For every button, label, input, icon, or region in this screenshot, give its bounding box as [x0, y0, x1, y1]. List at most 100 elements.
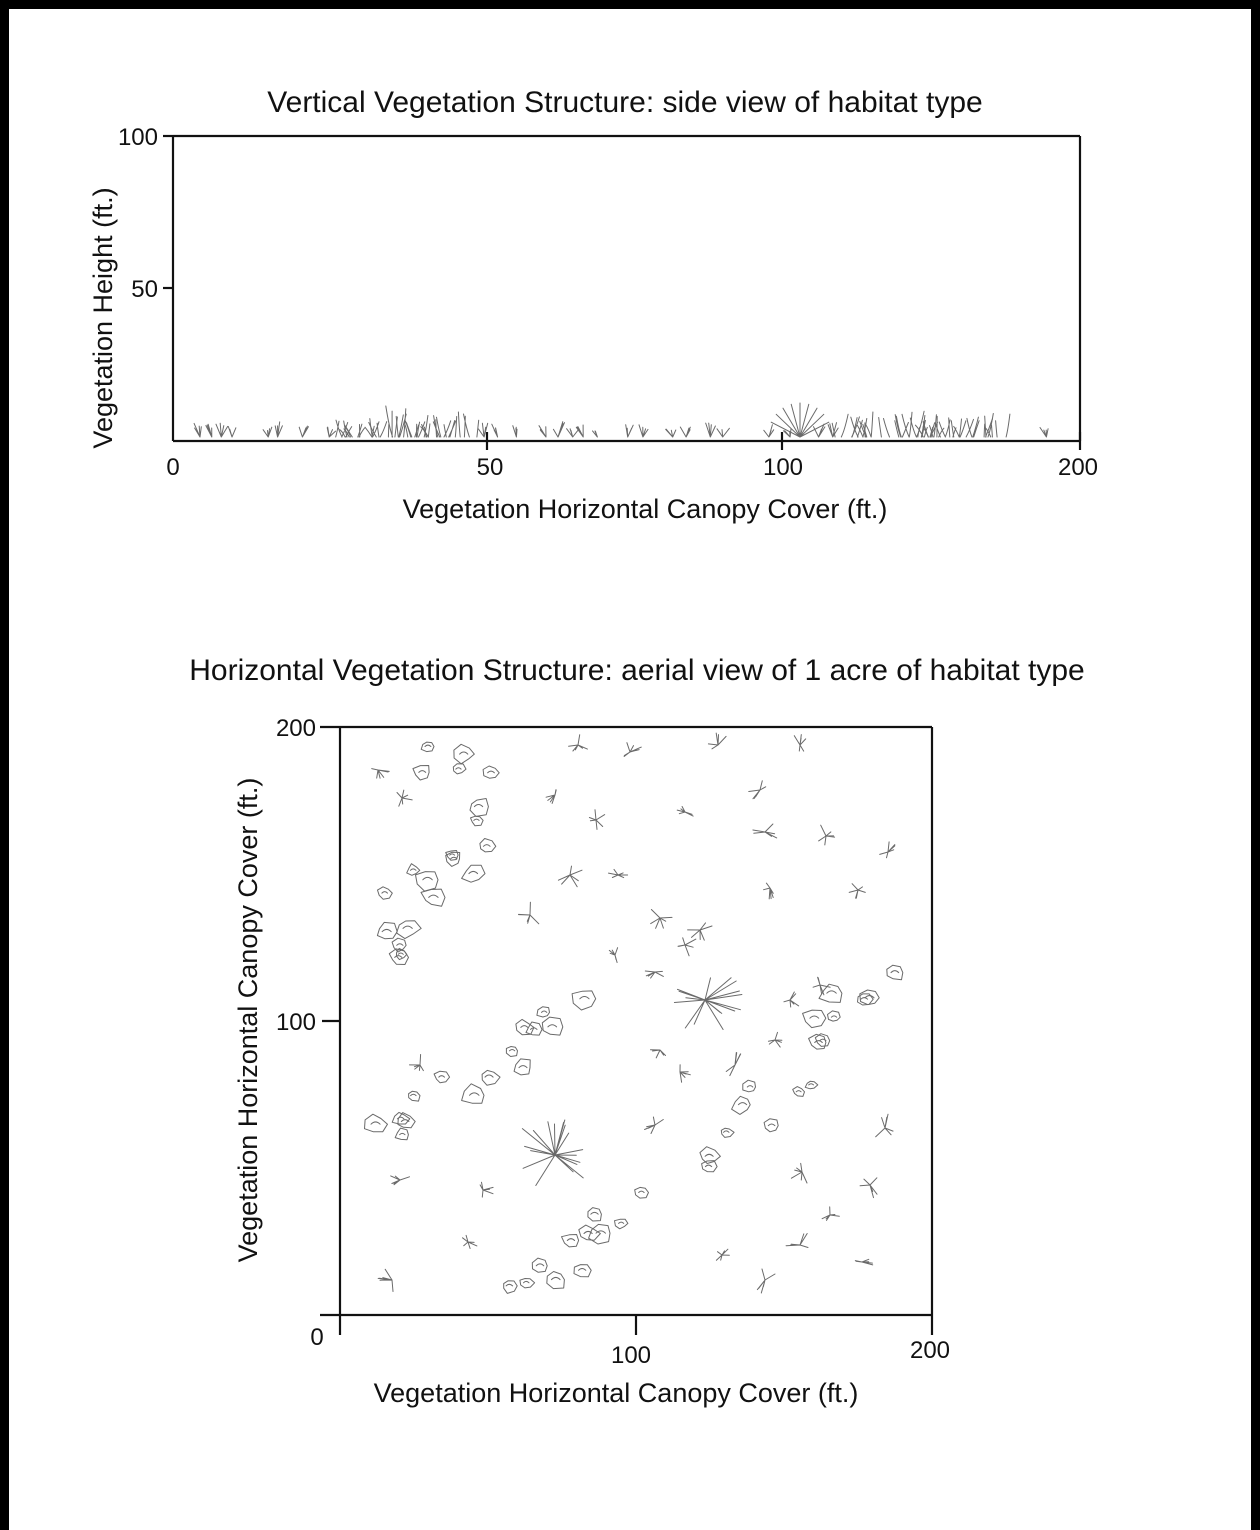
grass-tuft-sketch: [518, 901, 540, 925]
grass-tuft-sketch: [854, 1258, 874, 1266]
grass-tuft-sketch: [644, 970, 664, 979]
grass-tuft-sketch: [767, 1031, 783, 1048]
shrub-detail-sketch: [566, 1238, 576, 1241]
grass-sketch: [215, 422, 229, 438]
vertical-y-tick-label-50: 50: [131, 276, 158, 303]
vertical-structure-panel: Vertical Vegetation Structure: side view…: [88, 86, 1098, 524]
grass-tuft-sketch: [521, 1119, 584, 1186]
vertical-x-axis-label: Vegetation Horizontal Canopy Cover (ft.): [403, 494, 888, 524]
shrub-canopy-sketch: [461, 1083, 485, 1104]
shrub-detail-sketch: [402, 925, 413, 929]
shrub-canopy-sketch: [412, 765, 430, 781]
shrub-detail-sketch: [459, 751, 469, 755]
grass-tuft-sketch: [818, 824, 836, 846]
grass-sketch: [298, 425, 309, 438]
shrub-canopy-sketch: [433, 1070, 451, 1084]
grass-sketch: [782, 428, 792, 438]
shrub-detail-sketch: [450, 856, 458, 860]
shrub-canopy-sketch: [614, 1218, 629, 1230]
grass-tuft-sketch: [707, 732, 727, 750]
grass-sketch: [538, 425, 547, 438]
grass-tuft-sketch: [623, 742, 642, 757]
grass-tuft-sketch: [756, 1268, 776, 1294]
shrub-canopy-sketch: [461, 864, 486, 883]
shrub-detail-sketch: [449, 853, 456, 856]
shrub-sketch: [339, 420, 365, 438]
grass-sketch: [274, 421, 283, 438]
grass-sketch: [512, 425, 518, 438]
shrub-sketch: [364, 421, 390, 438]
grass-tuft-sketch: [793, 734, 807, 752]
shrub-canopy-sketch: [742, 1079, 756, 1093]
shrub-canopy-sketch: [364, 1113, 388, 1133]
shrub-canopy-sketch: [808, 1033, 827, 1050]
shrub-canopy-sketch: [561, 1234, 580, 1248]
grass-tuft-sketch: [557, 865, 583, 888]
vertical-x-tick-label-50: 50: [477, 454, 504, 481]
grass-tuft-sketch: [608, 868, 629, 879]
side-view-vegetation-sketches: [193, 402, 1049, 438]
shrub-detail-sketch: [468, 870, 479, 875]
shrub-canopy-sketch: [505, 1046, 518, 1057]
grass-sketch: [665, 428, 677, 438]
grass-tuft-sketch: [676, 806, 694, 817]
shrub-detail-sketch: [520, 1025, 529, 1028]
shrub-sketch: [883, 414, 909, 438]
shrub-detail-sketch: [830, 1015, 838, 1018]
shrub-detail-sketch: [795, 1090, 802, 1093]
shrub-detail-sketch: [505, 1283, 514, 1287]
shrub-detail-sketch: [370, 1121, 381, 1125]
grass-sketch: [491, 423, 499, 438]
shrub-canopy-sketch: [536, 1006, 550, 1018]
grass-tuft-sketch: [785, 1233, 809, 1248]
shrub-detail-sketch: [394, 955, 403, 958]
shrub-canopy-sketch: [445, 851, 461, 867]
horizontal-origin-label-0: 0: [310, 1324, 323, 1351]
shrub-canopy-sketch: [519, 1278, 536, 1289]
shrub-canopy-sketch: [859, 989, 880, 1006]
shrub-canopy-sketch: [408, 1090, 421, 1102]
grass-tuft-sketch: [650, 1049, 666, 1059]
shrub-canopy-sketch: [420, 741, 435, 753]
shrub-detail-sketch: [767, 1123, 776, 1127]
shrub-detail-sketch: [482, 844, 491, 847]
grass-tuft-sketch: [677, 937, 697, 957]
shrub-canopy-sketch: [731, 1095, 751, 1115]
grass-tuft-sketch: [748, 780, 767, 800]
shrub-detail-sketch: [860, 997, 869, 1000]
grass-tuft-sketch: [790, 1162, 808, 1184]
shrub-sketch: [433, 415, 457, 438]
shrub-sketch: [984, 413, 1011, 438]
vertical-y-axis-label: Vegetation Height (ft.): [88, 187, 118, 448]
shrub-detail-sketch: [397, 952, 404, 955]
shrub-detail-sketch: [809, 1015, 820, 1019]
shrub-detail-sketch: [473, 818, 480, 821]
shrub-canopy-sketch: [571, 990, 597, 1011]
grass-tuft-sketch: [875, 1113, 894, 1138]
shrub-detail-sketch: [399, 1132, 406, 1136]
grass-sketch: [205, 423, 213, 438]
shrub-detail-sketch: [381, 891, 388, 894]
shrub-canopy-sketch: [578, 1224, 601, 1241]
horizontal-x-axis-label: Vegetation Horizontal Canopy Cover (ft.): [374, 1378, 859, 1408]
shrub-sketch: [357, 418, 375, 438]
grass-tuft-sketch: [752, 823, 778, 839]
grass-sketch: [477, 422, 489, 438]
shrub-detail-sketch: [819, 1038, 827, 1042]
shrub-detail-sketch: [400, 1119, 410, 1122]
shrub-canopy-sketch: [857, 993, 874, 1006]
shrub-detail-sketch: [638, 1190, 645, 1193]
shrub-canopy-sketch: [525, 1021, 543, 1036]
horizontal-y-axis-label: Vegetation Horizontal Canopy Cover (ft.): [233, 778, 263, 1263]
vertical-x-tick-label-100: 100: [763, 454, 803, 481]
shrub-detail-sketch: [428, 894, 439, 898]
shrub-canopy-sketch: [802, 1009, 827, 1029]
shrub-canopy-sketch: [377, 886, 393, 900]
shrub-canopy-sketch: [573, 1264, 592, 1278]
horizontal-x-tick-label-200: 200: [910, 1337, 950, 1364]
grass-tuft-sketch: [396, 789, 413, 807]
shrub-detail-sketch: [409, 868, 417, 871]
shrub-canopy-sketch: [763, 1118, 779, 1133]
shrub-detail-sketch: [410, 1093, 417, 1097]
